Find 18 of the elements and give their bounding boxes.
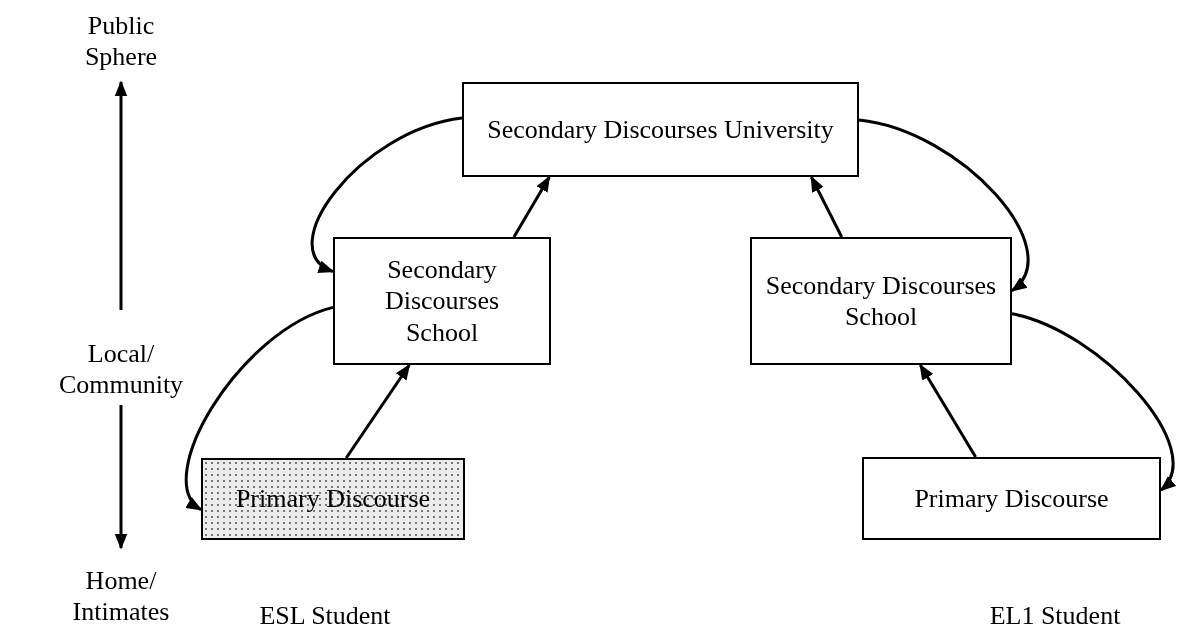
- arrow: [858, 118, 1030, 292]
- axis-label: EL1 Student: [988, 600, 1122, 632]
- process-box: Secondary Discourses School: [750, 237, 1012, 365]
- arrow: [1011, 312, 1175, 492]
- shaded-box: Primary Discourse: [201, 458, 465, 540]
- arrow: [344, 363, 411, 459]
- process-box: Secondary Discourses School: [333, 237, 551, 365]
- axis-label: Public Sphere: [83, 10, 159, 73]
- arrow: [512, 175, 551, 238]
- process-box: Primary Discourse: [862, 457, 1161, 540]
- axis-label: Home/ Intimates: [71, 565, 171, 628]
- process-box: Secondary Discourses University: [462, 82, 859, 177]
- arrow: [919, 363, 977, 458]
- axis-label: Local/ Community: [57, 338, 185, 401]
- arrow: [185, 306, 334, 511]
- arrow: [310, 116, 463, 273]
- axis-label: ESL Student: [258, 600, 392, 632]
- arrow: [810, 175, 844, 238]
